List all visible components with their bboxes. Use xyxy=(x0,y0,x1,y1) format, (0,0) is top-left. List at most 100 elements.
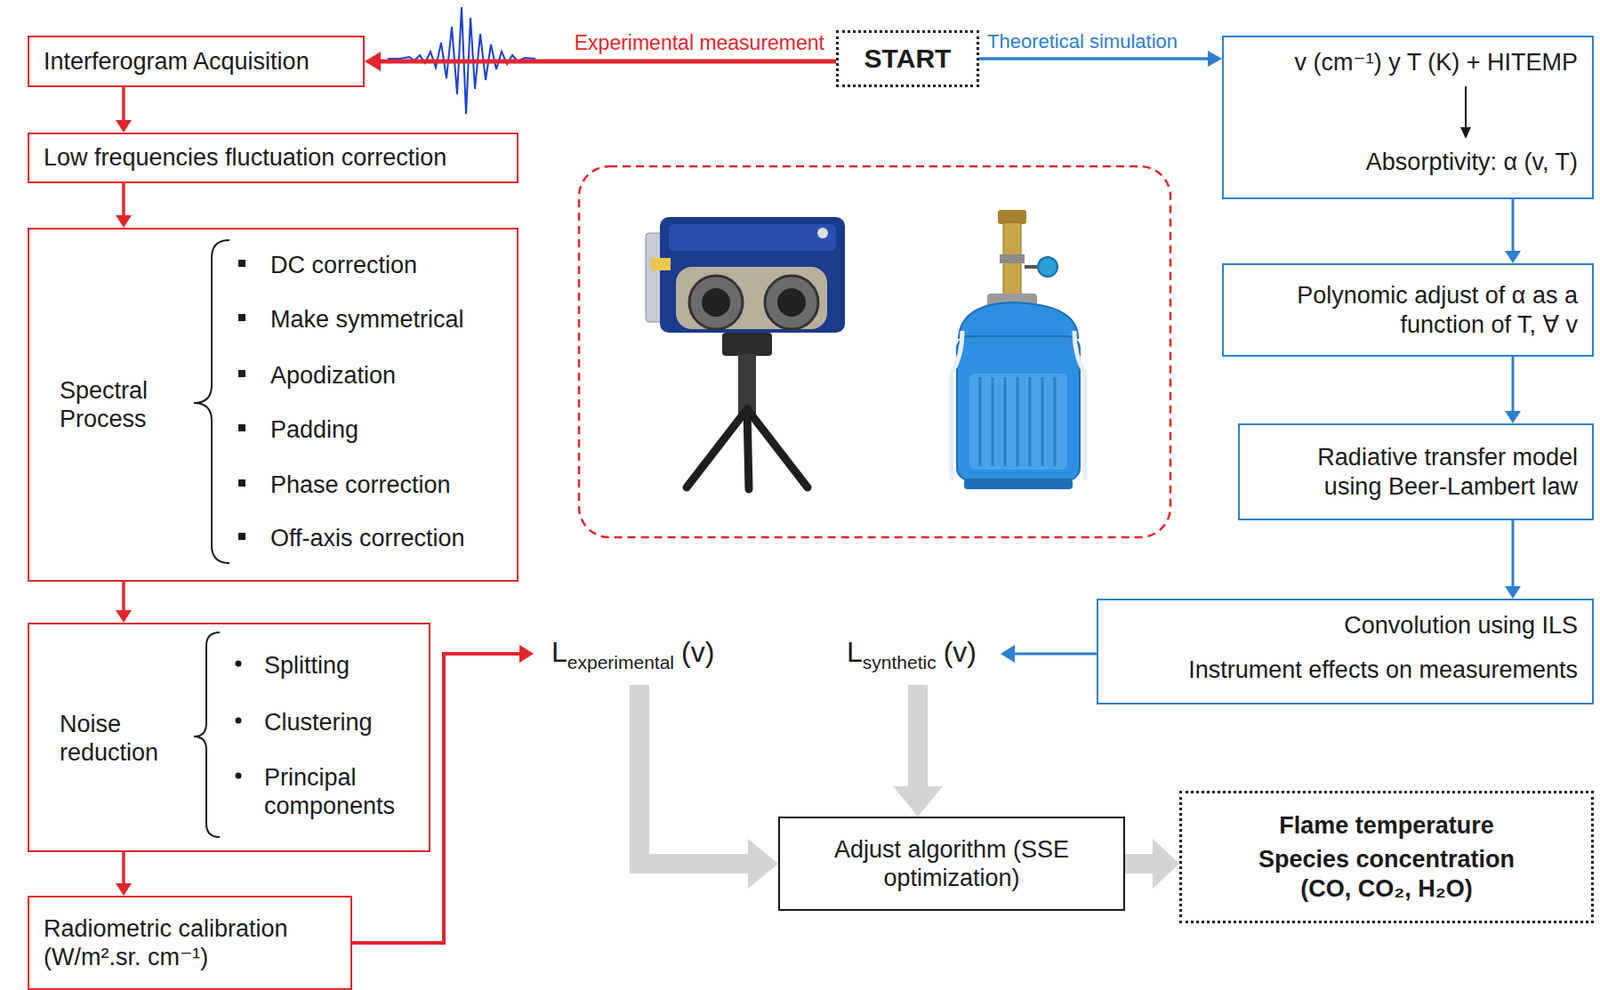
node-text: Splitting xyxy=(264,651,350,680)
connector xyxy=(1000,644,1097,663)
list-bullet xyxy=(235,772,242,780)
connector-line xyxy=(121,581,126,612)
node-text: Absorptivity: α (v, T) xyxy=(1366,147,1578,177)
node-text: Radiometric calibration (W/m².sr. cm⁻¹) xyxy=(43,914,337,973)
connector-line xyxy=(121,852,126,885)
connector xyxy=(1125,838,1180,889)
connector xyxy=(115,183,132,228)
connector-line xyxy=(1125,853,1154,874)
node-text: Polynomic adjust of α as a function of T… xyxy=(1248,281,1578,339)
connector xyxy=(639,684,779,889)
photo-frame xyxy=(578,166,1171,538)
node-text: L xyxy=(551,635,568,669)
arrowhead xyxy=(892,786,943,817)
node-text: Convolution using ILS xyxy=(1343,611,1578,640)
process-box: Radiometric calibration (W/m².sr. cm⁻¹) xyxy=(27,895,353,990)
node-text: Noise reduction xyxy=(59,709,193,768)
canister-foot xyxy=(964,478,1073,490)
inner-arrow xyxy=(1464,86,1467,128)
process-box: Low frequencies fluctuation correction xyxy=(27,132,519,184)
tripod-leg xyxy=(686,409,748,488)
node-text: Padding xyxy=(270,415,359,444)
arrowhead xyxy=(519,644,534,663)
canister-top xyxy=(958,302,1078,338)
connector-line xyxy=(379,59,837,65)
arrowhead xyxy=(115,215,132,228)
grille-bar xyxy=(1004,377,1007,467)
process-box: Spectral Process DC correctionMake symmet… xyxy=(27,227,519,582)
list-bullet xyxy=(235,717,242,724)
connector xyxy=(1504,356,1521,424)
valve-knob xyxy=(1037,257,1058,277)
camera-strap xyxy=(651,257,671,271)
list-bullet xyxy=(238,532,246,540)
process-box: Adjust algorithm (SSE optimization) xyxy=(778,816,1126,911)
process-box: v (cm⁻¹) y T (K) + HITEMP Absorptivity: α… xyxy=(1222,35,1594,200)
node-text: DC correction xyxy=(270,250,418,280)
node-text: Flame temperature xyxy=(1278,811,1495,840)
list-bullet xyxy=(238,424,246,432)
curly-bracket xyxy=(193,240,230,563)
arrowhead xyxy=(1504,250,1521,264)
connector-line xyxy=(121,87,126,121)
connector-line xyxy=(1013,652,1097,656)
edge-label: Experimental measurement xyxy=(571,31,828,57)
grille-bar xyxy=(1016,377,1020,467)
node-text: experimental xyxy=(567,651,675,674)
node-text: Principal components xyxy=(264,763,425,821)
arrowhead xyxy=(1152,838,1180,889)
curly-bracket xyxy=(193,632,220,837)
node-text: Instrument effects on measurements xyxy=(1188,655,1578,684)
camera-knob xyxy=(817,227,829,239)
connector-line xyxy=(908,684,928,788)
grille-bar xyxy=(991,377,995,467)
grille-bar xyxy=(1041,377,1045,467)
arrowhead xyxy=(1207,50,1223,67)
node-text: Make symmetrical xyxy=(270,305,465,334)
canister-handle xyxy=(1074,330,1086,481)
camera-top xyxy=(668,224,837,251)
edge-label: Theoretical simulation xyxy=(984,30,1181,54)
process-box: Noise reductionSplittingClusteringPrinci… xyxy=(27,622,431,853)
arrowhead xyxy=(115,120,132,133)
process-box: Interferogram Acquisition xyxy=(27,35,365,88)
node-text: Off-axis correction xyxy=(270,523,466,553)
tripod-head xyxy=(722,332,772,356)
connector-line xyxy=(979,56,1209,61)
arrowhead xyxy=(747,838,779,889)
process-box: Polynomic adjust of α as a function of T… xyxy=(1222,263,1594,357)
arrowhead xyxy=(1504,586,1521,599)
node-text: Interferogram Acquisition xyxy=(43,47,310,76)
connector-line xyxy=(121,183,126,217)
list-bullet xyxy=(238,369,246,378)
list-bullet xyxy=(238,479,246,487)
camera-lens xyxy=(689,275,743,330)
ftir-camera xyxy=(645,217,845,490)
arrowhead xyxy=(1504,410,1521,424)
grille-bar xyxy=(1053,377,1057,467)
grille-bar xyxy=(979,377,982,467)
camera-body xyxy=(659,217,845,333)
node-text: Low frequencies fluctuation correction xyxy=(43,143,447,172)
connector xyxy=(892,684,943,817)
node-text: L xyxy=(846,635,863,669)
node-text: (v) xyxy=(943,635,977,669)
node-text: Adjust algorithm (SSE optimization) xyxy=(822,835,1081,893)
inner-arrowhead xyxy=(1460,127,1472,139)
signal-node: Lexperimental(v) xyxy=(533,622,756,685)
node-text: Apodization xyxy=(270,361,396,390)
connector xyxy=(1504,199,1521,264)
list-bullet xyxy=(238,313,246,322)
node-text: Spectral Process xyxy=(59,376,193,435)
gas-burner xyxy=(951,209,1086,490)
process-box: Radiative transfer model using Beer-Lamb… xyxy=(1238,423,1594,521)
list-bullet xyxy=(235,660,242,668)
camera-lens xyxy=(764,275,819,330)
node-text: Phase correction xyxy=(270,470,451,499)
node-text: v (cm⁻¹) y T (K) + HITEMP xyxy=(1294,48,1578,77)
arrowhead xyxy=(115,883,132,896)
connector xyxy=(115,87,132,133)
arrowhead xyxy=(115,610,132,623)
grille-bar xyxy=(1029,377,1032,467)
arrowhead xyxy=(1000,644,1015,663)
